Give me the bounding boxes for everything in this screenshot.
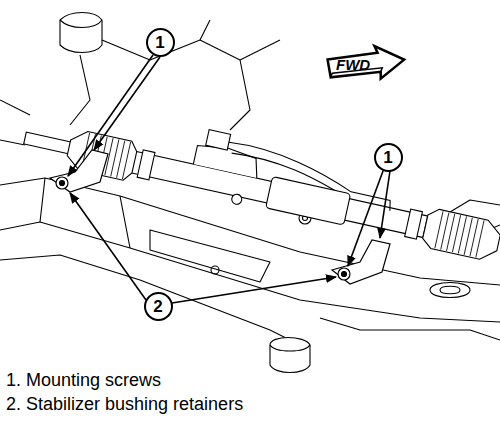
- callout-number: 2: [153, 298, 162, 315]
- direction-arrow: FWD: [326, 46, 404, 80]
- callout-number: 1: [155, 34, 164, 51]
- callout-circle: 1: [146, 28, 175, 57]
- callout-circle: 2: [144, 292, 173, 321]
- note-text: 2. Stabilizer bushing retainers: [6, 394, 243, 416]
- crossmember: [0, 13, 500, 373]
- callout-circle: 1: [374, 143, 403, 172]
- steering-rack: [21, 91, 500, 262]
- leader-line: [68, 55, 390, 303]
- bushing-retainer: [50, 150, 390, 284]
- note-text: 1. Mounting screws: [6, 370, 161, 392]
- direction-text: FWD: [336, 57, 370, 72]
- callout-number: 1: [383, 149, 392, 166]
